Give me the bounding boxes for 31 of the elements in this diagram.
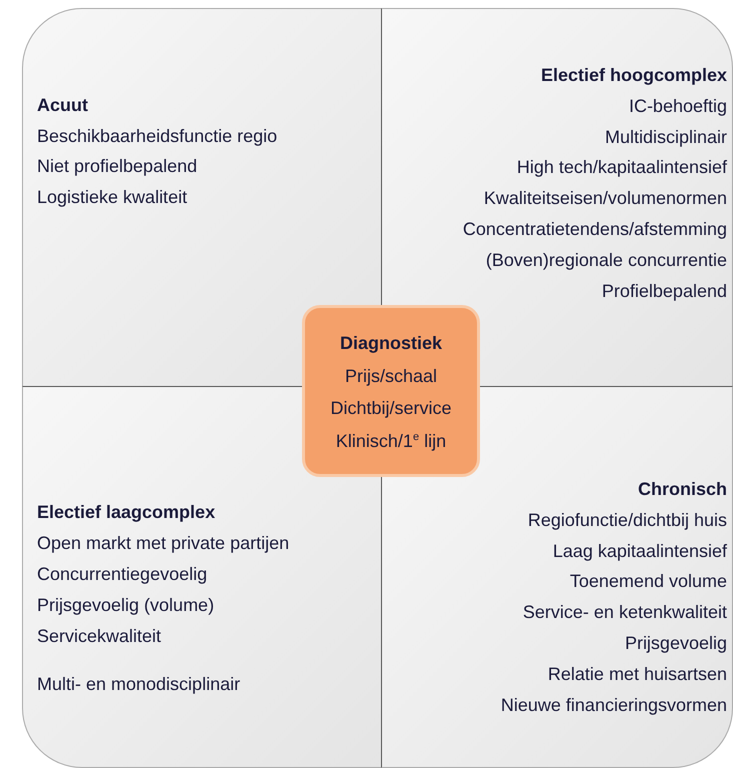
list-item: (Boven)regionale concurrentie <box>486 248 727 271</box>
heading: Chronisch <box>638 478 727 500</box>
heading: Acuut <box>37 94 88 116</box>
list-item: Service- en ketenkwaliteit <box>522 601 727 624</box>
list-item: Multidisciplinair <box>604 126 727 148</box>
center-box <box>302 305 480 477</box>
list-item: High tech/kapitaalintensief <box>516 156 727 178</box>
heading: Electief hoogcomplex <box>540 64 727 86</box>
list-item: Relatie met huisartsen <box>548 662 727 685</box>
heading: Diagnostiek <box>338 332 444 354</box>
list-item: Profielbepalend <box>602 280 727 302</box>
list-item: IC-behoeftig <box>628 94 727 117</box>
list-item: Logistieke kwaliteit <box>37 186 188 208</box>
list-item: Prijsgevoelig (volume) <box>37 594 214 616</box>
list-item: Kwaliteitseisen/volumenormen <box>484 187 727 210</box>
list-item: Servicekwaliteit <box>37 625 162 647</box>
list-item: Concurrentiegevoelig <box>37 563 208 585</box>
list-item: Prijs/schaal <box>344 364 438 386</box>
list-item: Toenemend volume <box>570 570 727 592</box>
list-item: Concentratietendens/afstemming <box>462 218 727 240</box>
list-item: Nieuwe financieringsvormen <box>500 694 727 716</box>
list-item: Multi- en monodisciplinair <box>37 673 240 695</box>
list-item: Prijsgevoelig <box>624 632 727 654</box>
list-item: Klinisch/1$^{e}$ lijn <box>334 430 448 452</box>
list-item: Dichtbij/service <box>329 397 453 419</box>
list-item: Beschikbaarheidsfunctie regio <box>37 124 278 146</box>
heading: Electief laagcomplex <box>37 501 216 523</box>
list-item: Niet profielbepalend <box>37 155 198 177</box>
list-item: Laag kapitaalintensief <box>552 540 727 562</box>
list-item: Regiofunctie/dichtbij huis <box>528 508 727 531</box>
list-item: Open markt met private partijen <box>37 532 290 554</box>
